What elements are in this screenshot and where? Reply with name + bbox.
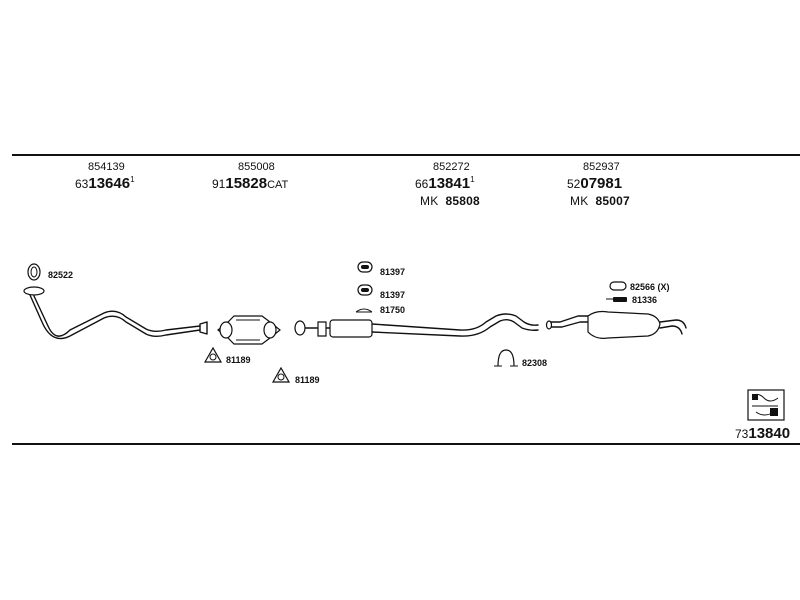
middle-silencer-icon <box>294 313 539 338</box>
gasket-81189-b-label: 81189 <box>295 375 320 385</box>
clamp-82308-icon <box>494 349 518 367</box>
hanger-82566-label: 82566 (X) <box>630 282 670 292</box>
gasket-82522-icon <box>27 263 41 281</box>
catalytic-converter-icon <box>217 315 281 345</box>
gasket-81189-b-icon <box>271 366 291 383</box>
group-1-ref: 854139 <box>88 161 125 173</box>
gasket-81189-a-icon <box>203 346 223 363</box>
clamp-81750-label: 81750 <box>380 305 406 315</box>
kit-part-number: 7313840 <box>735 425 791 442</box>
clamp-81750-icon <box>355 308 373 313</box>
kit-box-icon <box>747 389 785 421</box>
hanger-81397-b-icon <box>357 284 373 296</box>
group-2-ref: 855008 <box>238 161 275 173</box>
group-4-part-number: 5207981 <box>567 175 623 192</box>
group-3-mk-number: MK 85808 <box>420 194 480 208</box>
exhaust-pipe-icon <box>23 286 208 340</box>
hanger-81397-b-label: 81397 <box>380 290 406 300</box>
group-4-ref: 852937 <box>583 161 620 173</box>
group-3-part-number: 66138411 <box>415 175 475 192</box>
top-divider <box>12 154 800 156</box>
hanger-81397-a-icon <box>357 261 373 273</box>
bolt-81336-icon <box>606 297 627 302</box>
group-4-mk-number: MK 85007 <box>570 194 630 208</box>
bolt-81336-label: 81336 <box>632 295 658 305</box>
group-1-part-number: 63136461 <box>75 175 135 192</box>
hanger-81397-a-label: 81397 <box>380 267 406 277</box>
group-3-ref: 852272 <box>433 161 470 173</box>
clamp-82308-label: 82308 <box>522 358 548 368</box>
bottom-divider <box>12 443 800 445</box>
hanger-82566-icon <box>609 281 627 291</box>
gasket-82522-label: 82522 <box>48 270 74 280</box>
group-2-part-number: 9115828CAT <box>212 175 289 192</box>
gasket-81189-a-label: 81189 <box>226 355 251 365</box>
rear-silencer-icon <box>545 310 687 339</box>
